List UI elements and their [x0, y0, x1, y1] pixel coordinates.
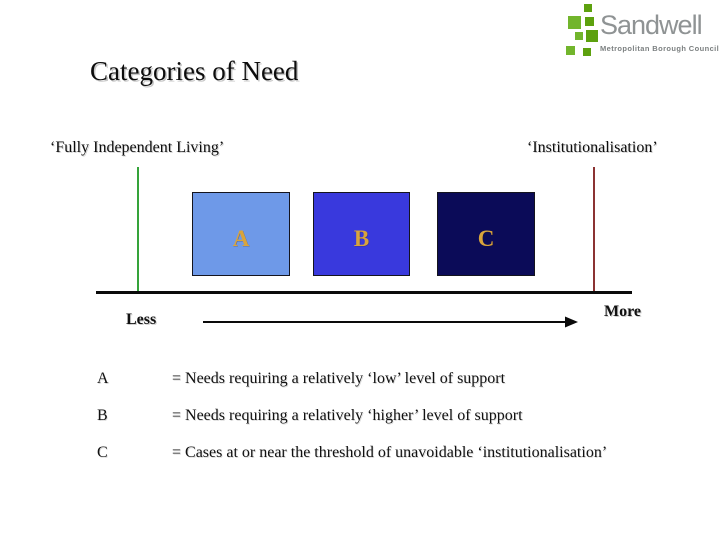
legend-text-c: = Cases at or near the threshold of unav…	[172, 444, 608, 461]
legend-key-b: B	[97, 407, 108, 424]
axis-more-label: More	[604, 303, 642, 320]
sandwell-logo: Sandwell Metropolitan Borough Council	[0, 0, 720, 60]
legend-text-b: = Needs requiring a relatively ‘higher’ …	[172, 407, 523, 424]
institutional-boundary-line	[593, 167, 595, 292]
need-box-c: C	[437, 192, 535, 276]
need-box-b: B	[313, 192, 410, 276]
need-box-a-letter: A	[232, 226, 250, 251]
independent-boundary-line	[137, 167, 139, 292]
legend-row-a: A = Needs requiring a relatively ‘low’ le…	[97, 370, 505, 388]
need-box-b-letter: B	[353, 226, 370, 251]
sandwell-logo-pixels-icon	[562, 2, 600, 60]
legend-text-a: = Needs requiring a relatively ‘low’ lev…	[172, 370, 506, 387]
legend-key-c: C	[97, 444, 108, 461]
axis-less-label: Less	[126, 311, 157, 328]
legend-row-b: B = Needs requiring a relatively ‘higher’…	[97, 407, 523, 425]
legend-key-a: A	[97, 370, 109, 387]
need-box-a: A	[192, 192, 290, 276]
sandwell-logo-name: Sandwell	[600, 10, 703, 40]
right-endpoint-label: ‘Institutionalisation’	[527, 139, 658, 156]
legend-row-c: C = Cases at or near the threshold of una…	[97, 444, 607, 462]
less-to-more-arrow-icon	[203, 316, 578, 328]
continuum-baseline	[96, 291, 632, 294]
left-endpoint-label: ‘Fully Independent Living’	[50, 139, 225, 156]
sandwell-logo-subtitle: Metropolitan Borough Council	[600, 44, 720, 53]
slide-title: Categories of Need	[90, 56, 299, 86]
need-box-c-letter: C	[477, 226, 495, 251]
